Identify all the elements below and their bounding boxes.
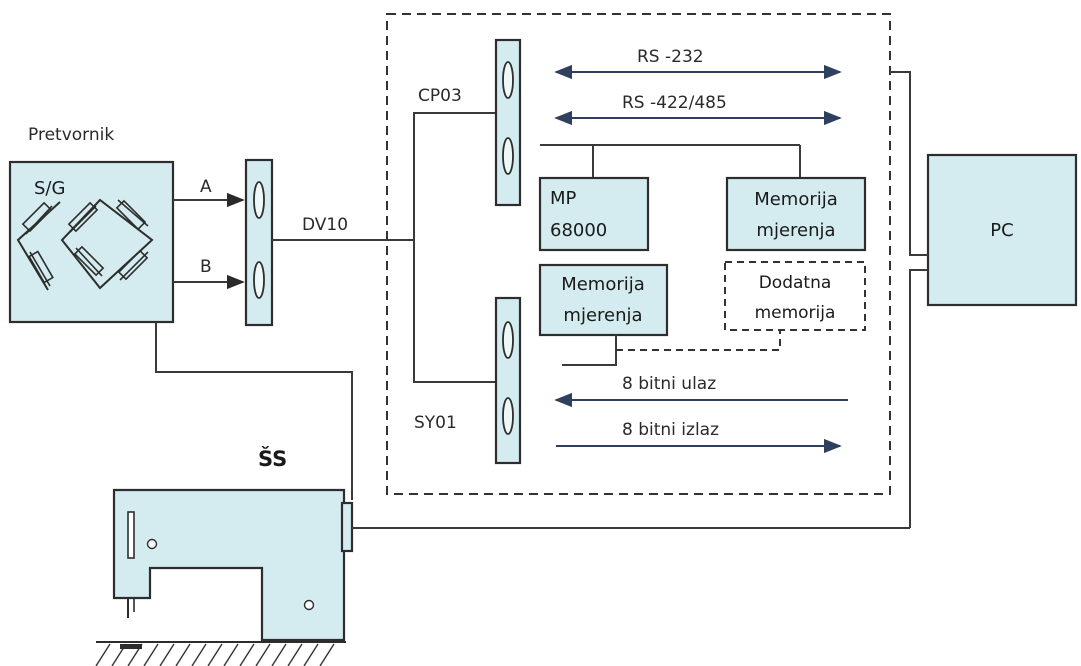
cp03-connector <box>494 38 522 207</box>
machine-base-table <box>95 641 346 666</box>
card-to-pc-wire-bottom <box>909 269 928 528</box>
additional-memory-bus <box>616 330 781 351</box>
additional-memory-block: Dodatna memorija <box>724 261 866 331</box>
pc-block: PC <box>926 153 1078 307</box>
cp03-label: CP03 <box>418 86 462 106</box>
card-to-pc-wire-top <box>890 71 928 256</box>
rs232-label: RS -232 <box>637 47 704 67</box>
memory1-label-line2: mjerenja <box>756 220 835 241</box>
memory1-label-line1: Memorija <box>754 189 838 210</box>
input-8bit-label: 8 bitni ulaz <box>622 374 716 394</box>
memory-lower-bus <box>562 335 617 366</box>
sy01-connector <box>494 296 522 465</box>
transducer-to-machine-wire <box>155 322 353 500</box>
measurement-card-enclosure <box>386 13 891 495</box>
mp-68000-block: MP 68000 <box>538 176 650 252</box>
sewing-machine-icon <box>112 488 354 642</box>
machine-label: ŠS <box>258 446 287 471</box>
transducer-label: Pretvornik <box>28 125 114 145</box>
sy01-label: SY01 <box>414 413 457 433</box>
transducer-block: S/G <box>8 160 175 324</box>
memory2-label-line1: Memorija <box>561 274 645 295</box>
strain-gauge-label: S/G <box>34 178 65 199</box>
rs422-label: RS -422/485 <box>622 93 727 113</box>
channel-a-label: A <box>200 177 212 197</box>
memory2-label-line2: mjerenja <box>563 305 642 326</box>
additional-memory-line2: memorija <box>755 303 836 323</box>
sy01-branch-wire <box>413 240 496 383</box>
dv10-label: DV10 <box>302 215 348 235</box>
measurement-memory-block-1: Memorija mjerenja <box>725 176 867 252</box>
output-8bit-label: 8 bitni izlaz <box>622 420 719 440</box>
mp-label-line2: 68000 <box>550 220 607 241</box>
cp03-branch-wire <box>413 112 496 240</box>
wheatstone-bridge-icon <box>16 198 154 291</box>
pc-label: PC <box>990 220 1013 241</box>
additional-memory-line1: Dodatna <box>759 273 832 293</box>
measurement-memory-block-2: Memorija mjerenja <box>538 263 669 337</box>
mp-label-line1: MP <box>550 188 577 209</box>
input-connector <box>244 158 274 327</box>
channel-b-label: B <box>200 257 212 277</box>
